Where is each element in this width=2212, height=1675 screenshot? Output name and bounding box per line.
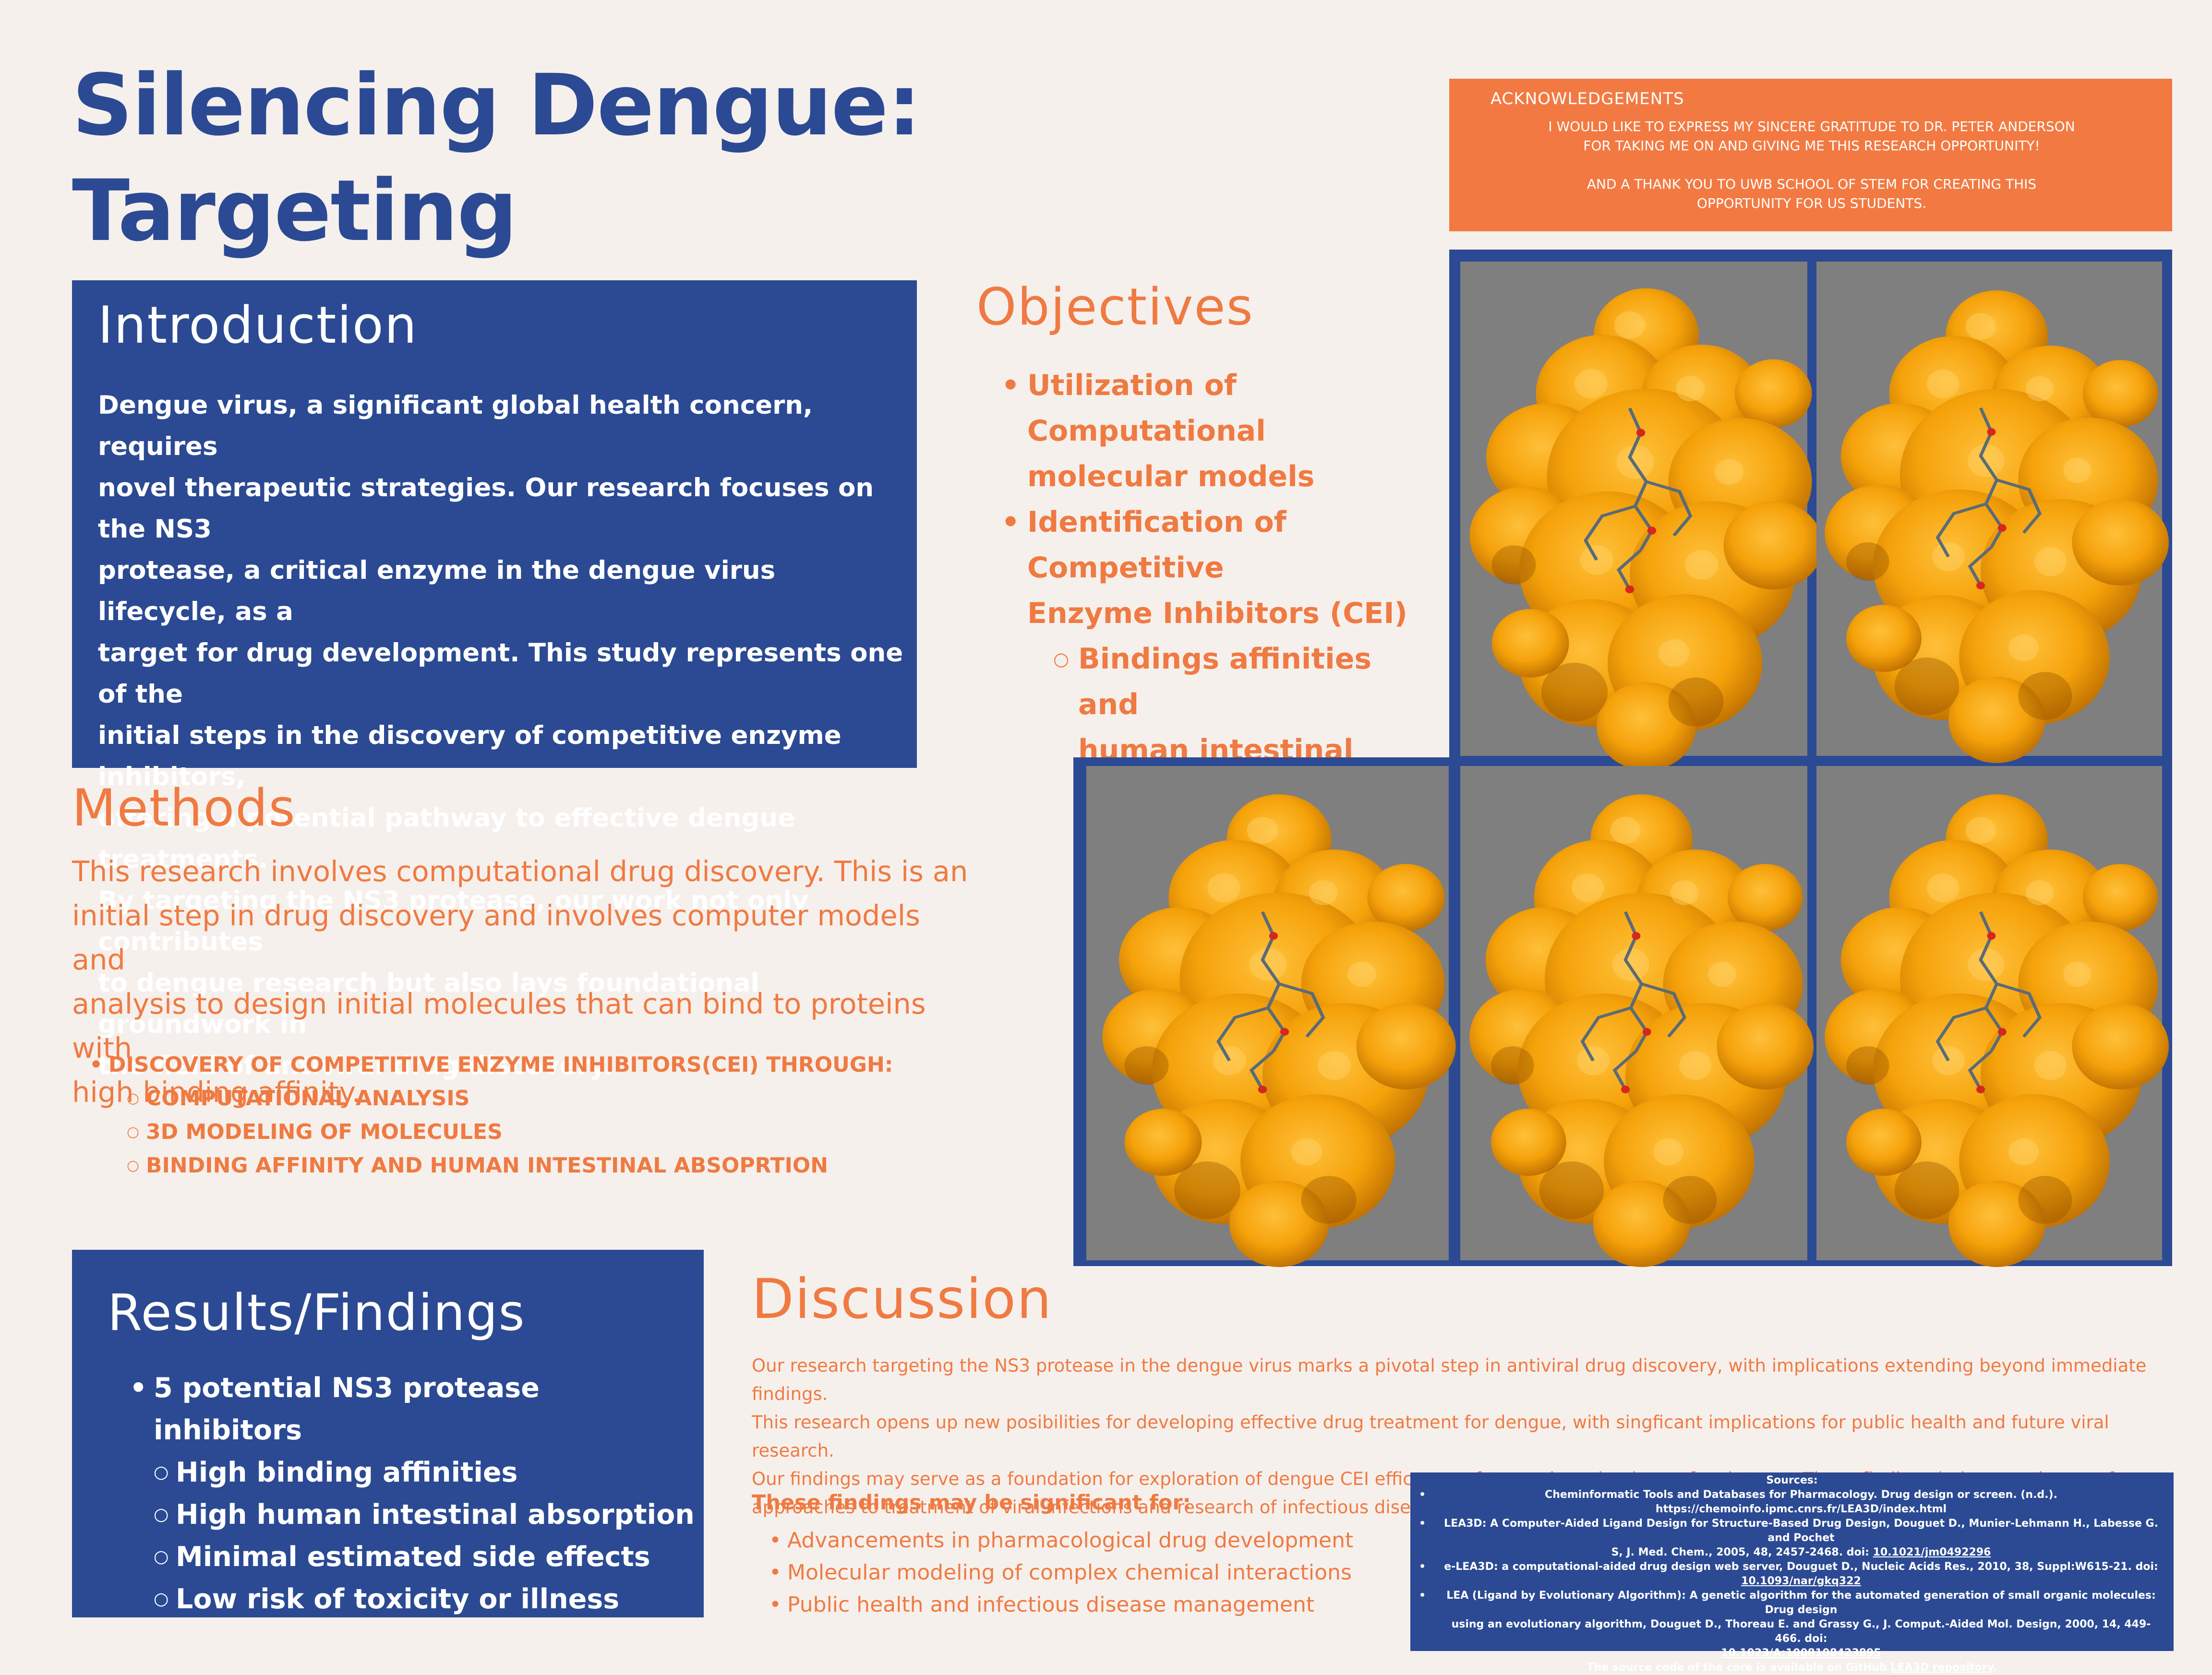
ack-line-3: AND A THANK YOU TO UWB SCHOOL OF STEM FO… — [1587, 176, 2037, 192]
methods-item: DISCOVERY OF COMPETITIVE ENZYME INHIBITO… — [89, 1048, 1001, 1082]
results-subitem: Minimal estimated side effects — [130, 1536, 696, 1578]
source-text: e-LEA3D: a computational-aided drug desi… — [1444, 1561, 2158, 1573]
objectives-heading: Objectives — [976, 277, 1254, 336]
objective-text: Enzyme Inhibitors (CEI) — [1027, 597, 1407, 630]
methods-subitem: COMPUTATIONAL ANALYSIS — [89, 1082, 1001, 1115]
results-item: 5 potential NS3 protease inhibitors — [130, 1367, 696, 1451]
discussion-line: Our research targeting the NS3 protease … — [752, 1355, 2147, 1404]
sources-footer: The source code of the core is available… — [1410, 1661, 2174, 1675]
intro-line: novel therapeutic strategies. Our resear… — [98, 473, 874, 544]
ack-line-1: I WOULD LIKE TO EXPRESS MY SINCERE GRATI… — [1548, 119, 2075, 134]
source-item: e-LEA3D: a computational-aided drug desi… — [1410, 1560, 2174, 1589]
methods-subitem: BINDING AFFINITY AND HUMAN INTESTINAL AB… — [89, 1149, 1001, 1183]
acknowledgements-heading: ACKNOWLEDGEMENTS — [1491, 89, 1684, 108]
methods-heading: Methods — [72, 778, 296, 838]
repository-link[interactable]: LEA3D repository — [1890, 1662, 1993, 1674]
acknowledgements-box: ACKNOWLEDGEMENTS I WOULD LIKE TO EXPRESS… — [1449, 79, 2172, 231]
objective-item: Utilization of Computational molecular m… — [1001, 363, 1433, 500]
results-heading: Results/Findings — [108, 1283, 526, 1342]
source-item: LEA3D: A Computer-Aided Ligand Design fo… — [1410, 1517, 2174, 1560]
results-subitem: High binding affinities — [130, 1451, 696, 1494]
methods-line: initial step in drug discovery and invol… — [72, 899, 920, 976]
results-subitem: Low risk of toxicity or illness — [130, 1578, 696, 1620]
ack-line-4: OPPORTUNITY FOR US STUDENTS. — [1696, 195, 1927, 211]
intro-line: By targeting the NS3 protease, our work … — [98, 886, 808, 957]
source-text: using an evolutionary algorithm, Douguet… — [1451, 1618, 2151, 1645]
results-box: Results/Findings 5 potential NS3 proteas… — [72, 1250, 704, 1620]
sources-box: Sources: Cheminformatic Tools and Databa… — [1410, 1472, 2174, 1674]
source-text: LEA3D: A Computer-Aided Ligand Design fo… — [1444, 1518, 2158, 1544]
source-item: LEA (Ligand by Evolutionary Algorithm): … — [1410, 1589, 2174, 1661]
intro-line: to dengue research but also lays foundat… — [98, 969, 759, 1039]
footer-text: The source code of the core is available… — [1587, 1662, 1891, 1674]
sources-heading: Sources: — [1766, 1474, 1818, 1486]
doi-link[interactable]: 10.1023/A:1008108423895 — [1721, 1647, 1881, 1659]
objective-text: molecular models — [1027, 460, 1315, 493]
source-text: S, J. Med. Chem., 2005, 48, 2457-2468. d… — [1439, 1545, 2163, 1560]
protein-panel-3 — [1086, 766, 1456, 1267]
intro-line: initial steps in the discovery of compet… — [98, 721, 842, 791]
significance-item: Advancements in pharmacological drug dev… — [769, 1524, 1393, 1556]
ack-line-2: FOR TAKING ME ON AND GIVING ME THIS RESE… — [1583, 138, 2040, 154]
intro-line: Dengue virus, a significant global healt… — [98, 391, 813, 461]
source-text: LEA (Ligand by Evolutionary Algorithm): … — [1446, 1590, 2156, 1616]
objective-text: Identification of Competitive — [1027, 505, 1286, 585]
protein-panel-2 — [1816, 262, 2169, 763]
source-text: S, J. Med. Chem., 2005, 48, 2457-2468. d… — [1611, 1546, 1873, 1558]
significance-list: Advancements in pharmacological drug dev… — [769, 1524, 1393, 1621]
intro-line: offering a potential pathway to effectiv… — [98, 803, 795, 874]
discussion-heading: Discussion — [752, 1267, 1053, 1331]
protein-panel-5 — [1816, 766, 2169, 1267]
footer-text: . — [1993, 1662, 1997, 1674]
source-text: Cheminformatic Tools and Databases for P… — [1545, 1489, 2057, 1501]
title-line-1: Silencing Dengue: Targeting — [72, 56, 921, 260]
discussion-line: approaches to treatment of viral infecti… — [752, 1497, 1457, 1518]
objective-text: Bindings affinities and — [1078, 642, 1372, 721]
source-text: https://chemoinfo.ipmc.cnrs.fr/LEA3D/ind… — [1655, 1503, 1947, 1515]
introduction-heading: Introduction — [98, 296, 418, 355]
significance-heading: These findings may be significant for: — [752, 1491, 1191, 1515]
methods-subitem: 3D MODELING OF MOLECULES — [89, 1115, 1001, 1149]
protein-panel-4 — [1460, 766, 1814, 1267]
discussion-line: This research opens up new posibilities … — [752, 1412, 2109, 1461]
methods-list: DISCOVERY OF COMPETITIVE ENZYME INHIBITO… — [89, 1048, 1001, 1183]
significance-item: Public health and infectious disease man… — [769, 1589, 1393, 1621]
protein-panel-1 — [1460, 262, 1823, 770]
source-item: Cheminformatic Tools and Databases for P… — [1410, 1488, 2174, 1517]
results-subitem: High human intestinal absorption — [130, 1494, 696, 1536]
objective-text: Utilization of Computational — [1027, 369, 1266, 448]
significance-item: Molecular modeling of complex chemical i… — [769, 1556, 1393, 1589]
objective-item: Identification of Competitive Enzyme Inh… — [1001, 500, 1433, 636]
results-list: 5 potential NS3 protease inhibitors High… — [130, 1367, 696, 1620]
intro-line: protease, a critical enzyme in the dengu… — [98, 556, 776, 626]
doi-link[interactable]: 10.1093/nar/gkq322 — [1741, 1575, 1861, 1587]
methods-line: This research involves computational dru… — [72, 855, 968, 888]
intro-line: target for drug development. This study … — [98, 638, 903, 709]
doi-link[interactable]: 10.1021/jm0492296 — [1873, 1546, 1991, 1558]
